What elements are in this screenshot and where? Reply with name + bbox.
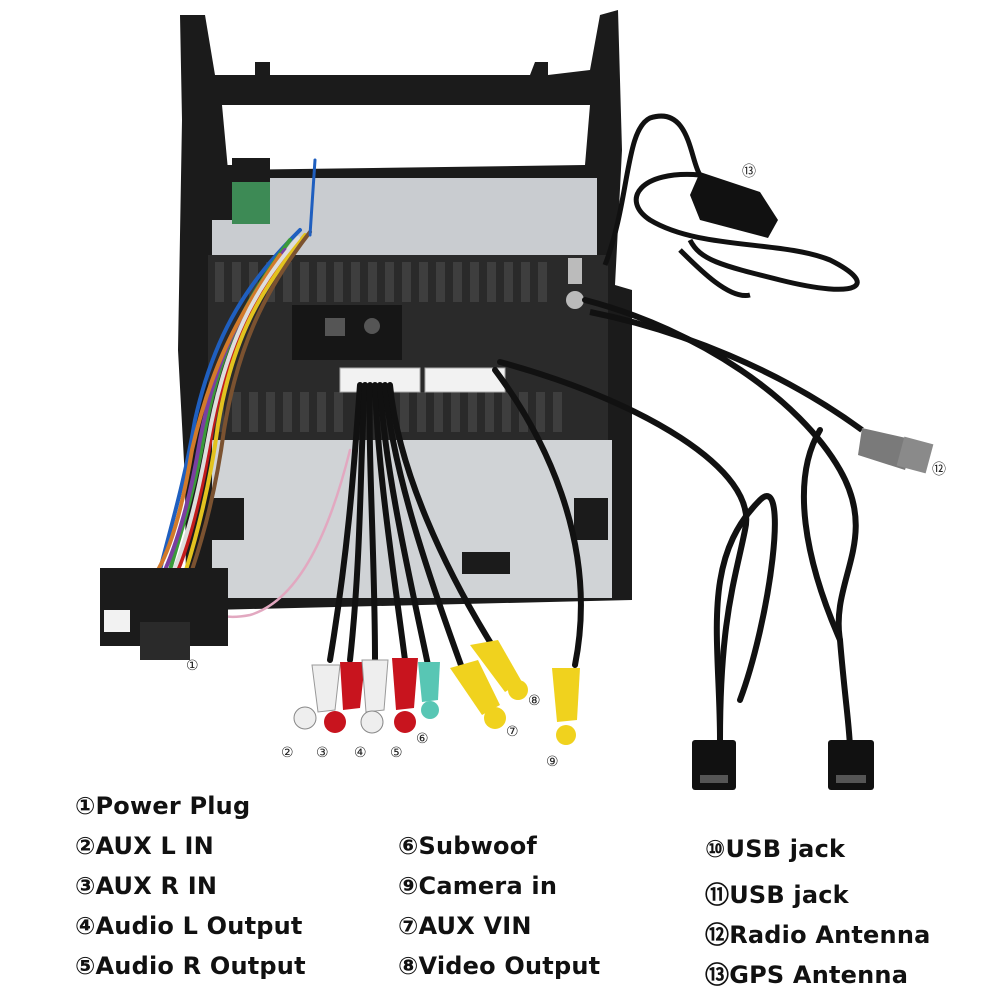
callout-6: ⑥ xyxy=(416,731,429,747)
rca-plug-audio-l-output xyxy=(360,659,389,734)
legend-audio-l-output: ④Audio L Output xyxy=(75,912,303,940)
gps-antenna xyxy=(602,113,860,298)
legend-subwoof: ⑥Subwoof xyxy=(398,832,538,860)
rca-plug-audio-r-output xyxy=(392,658,418,733)
callout-4: ④ xyxy=(354,745,367,761)
callout-9: ⑨ xyxy=(546,754,559,770)
callout-3: ③ xyxy=(316,745,329,761)
power-plug xyxy=(100,568,228,660)
callout-labels: ① ② ③ ④ ⑤ ⑥ ⑦ ⑧ ⑨ ⑩ ⑪ ⑫ ⑬ xyxy=(186,164,946,770)
legend-aux-vin: ⑦AUX VIN xyxy=(398,912,532,940)
callout-1: ① xyxy=(186,658,199,674)
legend-power-plug: ①Power Plug xyxy=(75,792,251,820)
rca-cable-bundle xyxy=(327,367,584,671)
legend-camera-in: ⑨Camera in xyxy=(398,872,558,900)
legend-aux-r-in: ③AUX R IN xyxy=(75,872,218,900)
callout-7: ⑦ xyxy=(506,724,519,740)
legend-gps-antenna: ⑬GPS Antenna xyxy=(705,961,909,989)
rca-plug-aux-l-in xyxy=(293,664,341,730)
usb-cables xyxy=(497,297,859,753)
rca-plug-camera-in xyxy=(552,668,580,745)
usb-jack-2 xyxy=(828,740,874,790)
legend-video-output: ⑧Video Output xyxy=(398,952,601,980)
callout-13: ⑬ xyxy=(742,164,756,180)
rca-plug-aux-vin xyxy=(450,660,506,729)
callout-2: ② xyxy=(281,745,294,761)
legend-usb-jack-2: ⑪USB jack xyxy=(705,881,849,909)
rca-plug-aux-r-in xyxy=(324,662,365,733)
rca-plug-video-output xyxy=(470,640,528,700)
legend-radio-antenna: ⑫Radio Antenna xyxy=(705,921,931,949)
legend-aux-l-in: ②AUX L IN xyxy=(75,832,214,860)
metal-chassis xyxy=(196,158,612,598)
radio-antenna-cable xyxy=(589,309,934,474)
usb-jack-1 xyxy=(692,740,736,790)
rca-plug-subwoof xyxy=(418,662,440,719)
power-harness-wires xyxy=(156,158,352,618)
head-unit-wiring-photo: ① ② ③ ④ ⑤ ⑥ ⑦ ⑧ ⑨ ⑩ ⑪ ⑫ ⑬ xyxy=(100,10,946,790)
legend-usb-jack-1: ⑩USB jack xyxy=(705,835,846,863)
callout-12: ⑫ xyxy=(932,462,946,478)
callout-5: ⑤ xyxy=(390,745,403,761)
callout-8: ⑧ xyxy=(528,693,541,709)
legend-audio-r-output: ⑤Audio R Output xyxy=(75,952,306,980)
